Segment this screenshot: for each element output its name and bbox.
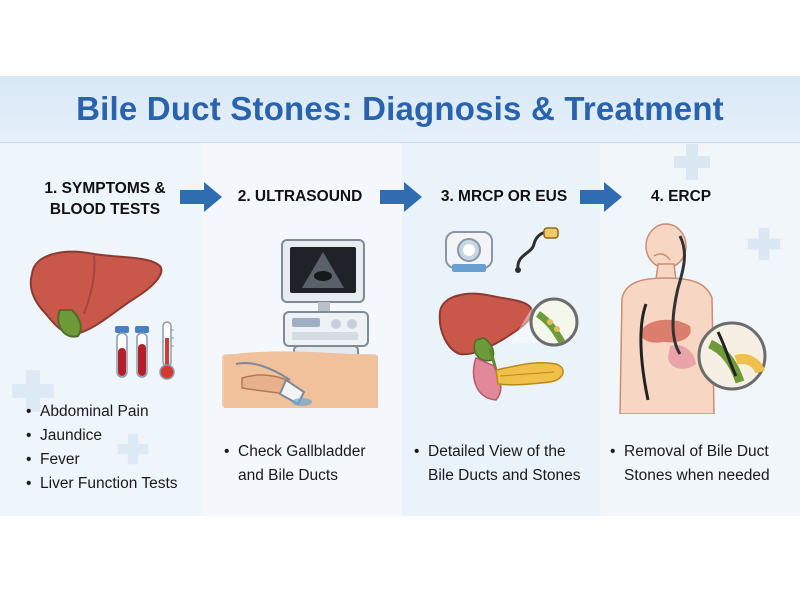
step-2-heading: 2. ULTRASOUND — [220, 186, 380, 207]
list-item: • Check Gallbladder and Bile Ducts — [224, 443, 366, 484]
medical-cross-icon — [747, 227, 781, 261]
list-item-line: Detailed View of the — [428, 443, 566, 460]
test-tubes-icon — [115, 326, 149, 378]
step-1-heading-line1: 1. SYMPTOMS & — [44, 180, 166, 197]
flow-arrow-icon — [180, 182, 222, 212]
list-item: • Detailed View of the Bile Ducts and St… — [414, 443, 581, 484]
ultrasound-machine-icon — [222, 239, 378, 408]
page-title: Bile Duct Stones: Diagnosis & Treatment — [76, 90, 724, 127]
step-4-bullets: • Removal of Bile Duct Stones when neede… — [610, 440, 798, 488]
mri-scanner-icon — [445, 231, 493, 272]
liver-icon — [29, 250, 163, 338]
list-item-line: Removal of Bile Duct — [624, 443, 769, 460]
list-item: Abdominal Pain — [26, 400, 202, 424]
flow-arrow-icon — [580, 182, 622, 212]
magnifier-icon — [529, 297, 579, 347]
step-1-heading: 1. SYMPTOMS & BLOOD TESTS — [20, 178, 190, 220]
endoscopic-ultrasound-probe-icon — [515, 227, 559, 273]
list-item: Fever — [26, 448, 202, 472]
step-4-heading: 4. ERCP — [626, 186, 736, 207]
list-item-line: Bile Ducts and Stones — [428, 467, 581, 484]
medical-cross-icon — [674, 144, 710, 180]
step-2-heading-line1: 2. ULTRASOUND — [237, 188, 363, 205]
list-item-line: and Bile Ducts — [238, 467, 338, 484]
ultrasound-probe-icon — [235, 362, 312, 406]
magnifier-icon — [697, 321, 767, 391]
list-item: Liver Function Tests — [26, 472, 202, 496]
step-3-heading-line1: 3. MRCP OR EUS — [440, 188, 568, 205]
step-1-heading-line2: BLOOD TESTS — [49, 201, 161, 218]
step-4-heading-line1: 4. ERCP — [650, 188, 712, 205]
step-3-bullets: • Detailed View of the Bile Ducts and St… — [414, 440, 600, 488]
list-item-line: Check Gallbladder — [238, 443, 366, 460]
list-item: • Removal of Bile Duct Stones when neede… — [610, 443, 770, 484]
step-1-bullets: Abdominal Pain Jaundice Fever Liver Func… — [26, 400, 202, 496]
step-2-bullets: • Check Gallbladder and Bile Ducts — [224, 440, 400, 488]
endoscope-icon — [639, 303, 650, 401]
step-3-heading: 3. MRCP OR EUS — [424, 186, 584, 207]
list-item: Jaundice — [26, 424, 202, 448]
infographic: Bile Duct Stones: Diagnosis & Treatment … — [0, 76, 800, 516]
thermometer-icon — [159, 321, 175, 380]
list-item-line: Stones when needed — [624, 467, 770, 484]
flow-arrow-icon — [380, 182, 422, 212]
title-band — [0, 76, 800, 143]
medical-cross-icon — [12, 370, 54, 412]
